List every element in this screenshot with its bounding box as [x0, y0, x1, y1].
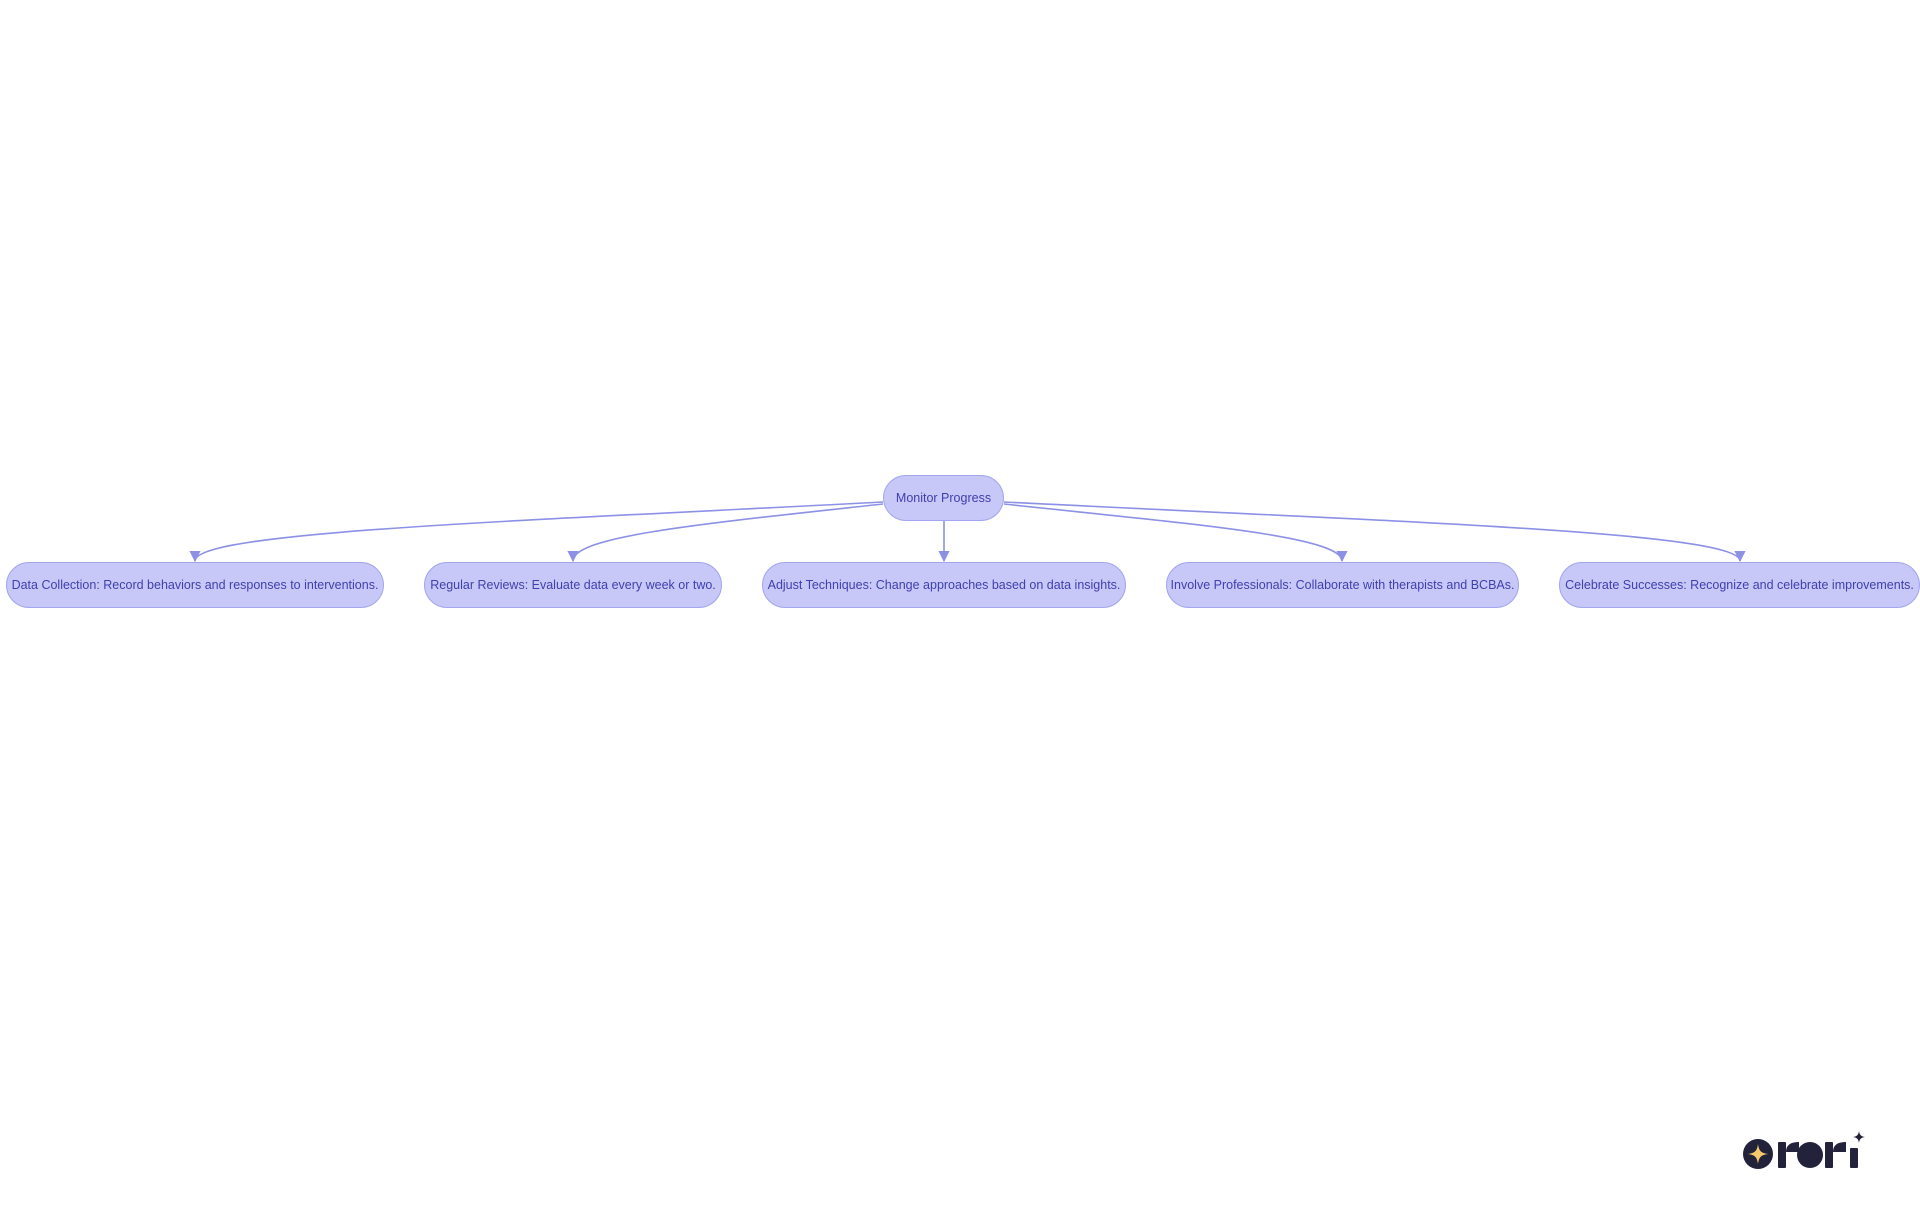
node-label: Celebrate Successes: Recognize and celeb…: [1565, 578, 1914, 592]
edge-root-to-data-collection: [189, 501, 884, 563]
node-label: Adjust Techniques: Change approaches bas…: [767, 578, 1121, 592]
edge-root-to-celebrate-successes: [1003, 501, 1746, 563]
node-label: Monitor Progress: [895, 491, 992, 505]
node-data-collection: Data Collection: Record behaviors and re…: [6, 562, 384, 608]
node-label: Regular Reviews: Evaluate data every wee…: [430, 578, 716, 592]
node-label: Involve Professionals: Collaborate with …: [1170, 578, 1515, 592]
sparkle-star-icon: [1743, 1139, 1773, 1169]
node-regular-reviews: Regular Reviews: Evaluate data every wee…: [424, 562, 722, 608]
node-celebrate-successes: Celebrate Successes: Recognize and celeb…: [1559, 562, 1920, 608]
edge-root-to-regular-reviews: [567, 503, 884, 563]
edge-root-to-involve-professionals: [1003, 503, 1348, 563]
node-label: Data Collection: Record behaviors and re…: [11, 578, 379, 592]
node-monitor-progress: Monitor Progress: [883, 475, 1004, 521]
logo-wordmark: [1778, 1131, 1865, 1168]
node-involve-professionals: Involve Professionals: Collaborate with …: [1166, 562, 1519, 608]
rori-logo: [1743, 1131, 1865, 1169]
node-adjust-techniques: Adjust Techniques: Change approaches bas…: [762, 562, 1126, 608]
